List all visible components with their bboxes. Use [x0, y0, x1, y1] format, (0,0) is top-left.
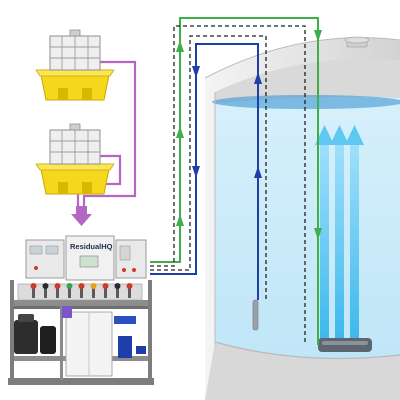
mixing-arrow — [330, 125, 349, 343]
transfer-pump — [114, 316, 146, 358]
flow-arrow-up — [176, 126, 184, 138]
skid-base — [8, 378, 154, 385]
sample-line-green — [150, 17, 322, 345]
water-surface — [212, 95, 400, 109]
controller-display — [79, 255, 99, 268]
brand-label: ResidualHQ — [70, 242, 113, 251]
sample-probe — [252, 299, 259, 331]
flow-arrow-down — [314, 228, 322, 240]
chemical-feed-arrow — [71, 206, 92, 226]
mixing-arrow — [315, 125, 334, 343]
chemical-feed-line-upper — [82, 60, 137, 210]
ibc-tote-2 — [35, 123, 115, 195]
flow-arrow-down — [192, 166, 200, 178]
roof-hatch — [344, 36, 370, 48]
skid-top-rail — [10, 300, 152, 306]
flow-arrow-up — [254, 166, 262, 178]
flow-arrow-down — [314, 30, 322, 42]
signal-line-inner — [150, 35, 267, 300]
flow-arrow-down — [192, 66, 200, 78]
submersible-mixer — [318, 338, 372, 352]
flow-arrow-up — [176, 40, 184, 52]
signal-line-outer — [150, 25, 306, 345]
tank-floor — [205, 342, 400, 400]
dosing-pump — [40, 326, 56, 354]
flow-arrow-up — [254, 72, 262, 84]
main-controller — [65, 235, 115, 281]
ibc-tote-1 — [35, 29, 115, 101]
flow-arrow-up — [176, 214, 184, 226]
sensor-manifold — [30, 283, 133, 298]
mixing-flow-arrows — [315, 125, 364, 343]
dosing-pump — [14, 314, 38, 354]
tank-water — [215, 96, 400, 359]
control-skid: ResidualHQ — [8, 235, 154, 385]
control-enclosure-left — [25, 239, 65, 279]
chemical-container — [65, 311, 113, 377]
mixing-arrow — [345, 125, 364, 343]
sample-line-blue — [150, 43, 262, 300]
